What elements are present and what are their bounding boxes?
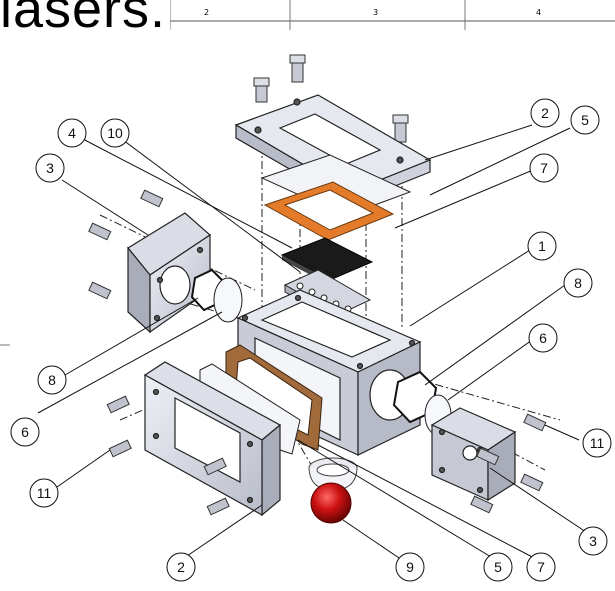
callout-circle (100, 118, 130, 148)
callout-c4: 4 (57, 118, 87, 148)
callout-c3-left: 3 (35, 153, 65, 183)
callout-circle (395, 552, 425, 582)
right-screws (470, 413, 547, 514)
slide-heading: lasers. (0, 0, 167, 39)
lens-dome (308, 457, 358, 491)
callout-circle (166, 552, 196, 582)
callout-label: 7 (537, 559, 545, 575)
callout-label: 10 (107, 125, 123, 141)
callout-circle (57, 118, 87, 148)
callout-label: 8 (574, 275, 582, 291)
callout-label: 2 (177, 559, 185, 575)
callout-label: 1 (538, 238, 546, 254)
leader-lines (37, 124, 587, 561)
callout-circle (37, 365, 67, 395)
callout-circle (578, 526, 608, 556)
callout-label: 5 (581, 112, 589, 128)
callout-c6-right: 6 (528, 323, 558, 353)
callout-c10: 10 (100, 118, 130, 148)
callout-label: 6 (21, 424, 29, 440)
callout-label: 7 (540, 160, 548, 176)
callout-label: 11 (37, 485, 52, 501)
callout-c7-top: 7 (529, 153, 559, 183)
callout-label: 5 (494, 559, 502, 575)
callout-c2-top: 2 (530, 98, 560, 128)
callout-circle (35, 153, 65, 183)
callout-label: 11 (590, 435, 605, 451)
left-end-plate (127, 212, 211, 334)
ruler-number: 3 (373, 8, 379, 17)
callout-label: 8 (48, 372, 56, 388)
red-ball (310, 482, 352, 524)
callout-c8-left: 8 (37, 365, 67, 395)
callout-circle (570, 105, 600, 135)
callout-c11-right: 11 (582, 428, 612, 458)
callout-c11-left: 11 (29, 478, 59, 508)
callout-c6-left: 6 (10, 417, 40, 447)
callout-circle (530, 98, 560, 128)
callout-circle (563, 268, 593, 298)
callout-label: 3 (46, 160, 54, 176)
ruler-lines (170, 0, 615, 30)
callout-label: 3 (589, 533, 597, 549)
drawing-frame-ruler: 2 3 4 (170, 0, 615, 30)
left-lower-screws (106, 395, 230, 516)
callout-label: 4 (68, 125, 76, 141)
callout-c1: 1 (527, 231, 557, 261)
callout-label: 9 (406, 559, 414, 575)
screw-icon (253, 77, 270, 103)
callout-c3-right: 3 (578, 526, 608, 556)
callout-circle (483, 552, 513, 582)
callout-layer: 2 5 4 10 3 7 1 8 6 8 6 11 11 3 2 9 5 7 (10, 98, 612, 582)
callout-c2-bottom: 2 (166, 552, 196, 582)
callout-c5-top: 5 (570, 105, 600, 135)
callout-c8-right: 8 (563, 268, 593, 298)
ruler-number: 2 (204, 8, 210, 17)
callout-circle (527, 231, 557, 261)
left-upper-screws (88, 189, 164, 300)
callout-circle (528, 323, 558, 353)
callout-label: 6 (539, 330, 547, 346)
left-window-disc (213, 277, 243, 323)
callout-circle (526, 552, 556, 582)
top-gasket (263, 181, 395, 241)
callout-label: 2 (541, 105, 549, 121)
callout-circle (529, 153, 559, 183)
ruler-number: 4 (536, 8, 542, 17)
right-end-plate (430, 407, 517, 502)
screw-icon (392, 114, 409, 143)
callout-c9: 9 (395, 552, 425, 582)
callout-c7-bottom: 7 (526, 552, 556, 582)
callout-circle (29, 478, 59, 508)
callout-circle (582, 428, 612, 458)
screw-icon (289, 54, 306, 83)
callout-circle (10, 417, 40, 447)
callout-c5-bottom: 5 (483, 552, 513, 582)
